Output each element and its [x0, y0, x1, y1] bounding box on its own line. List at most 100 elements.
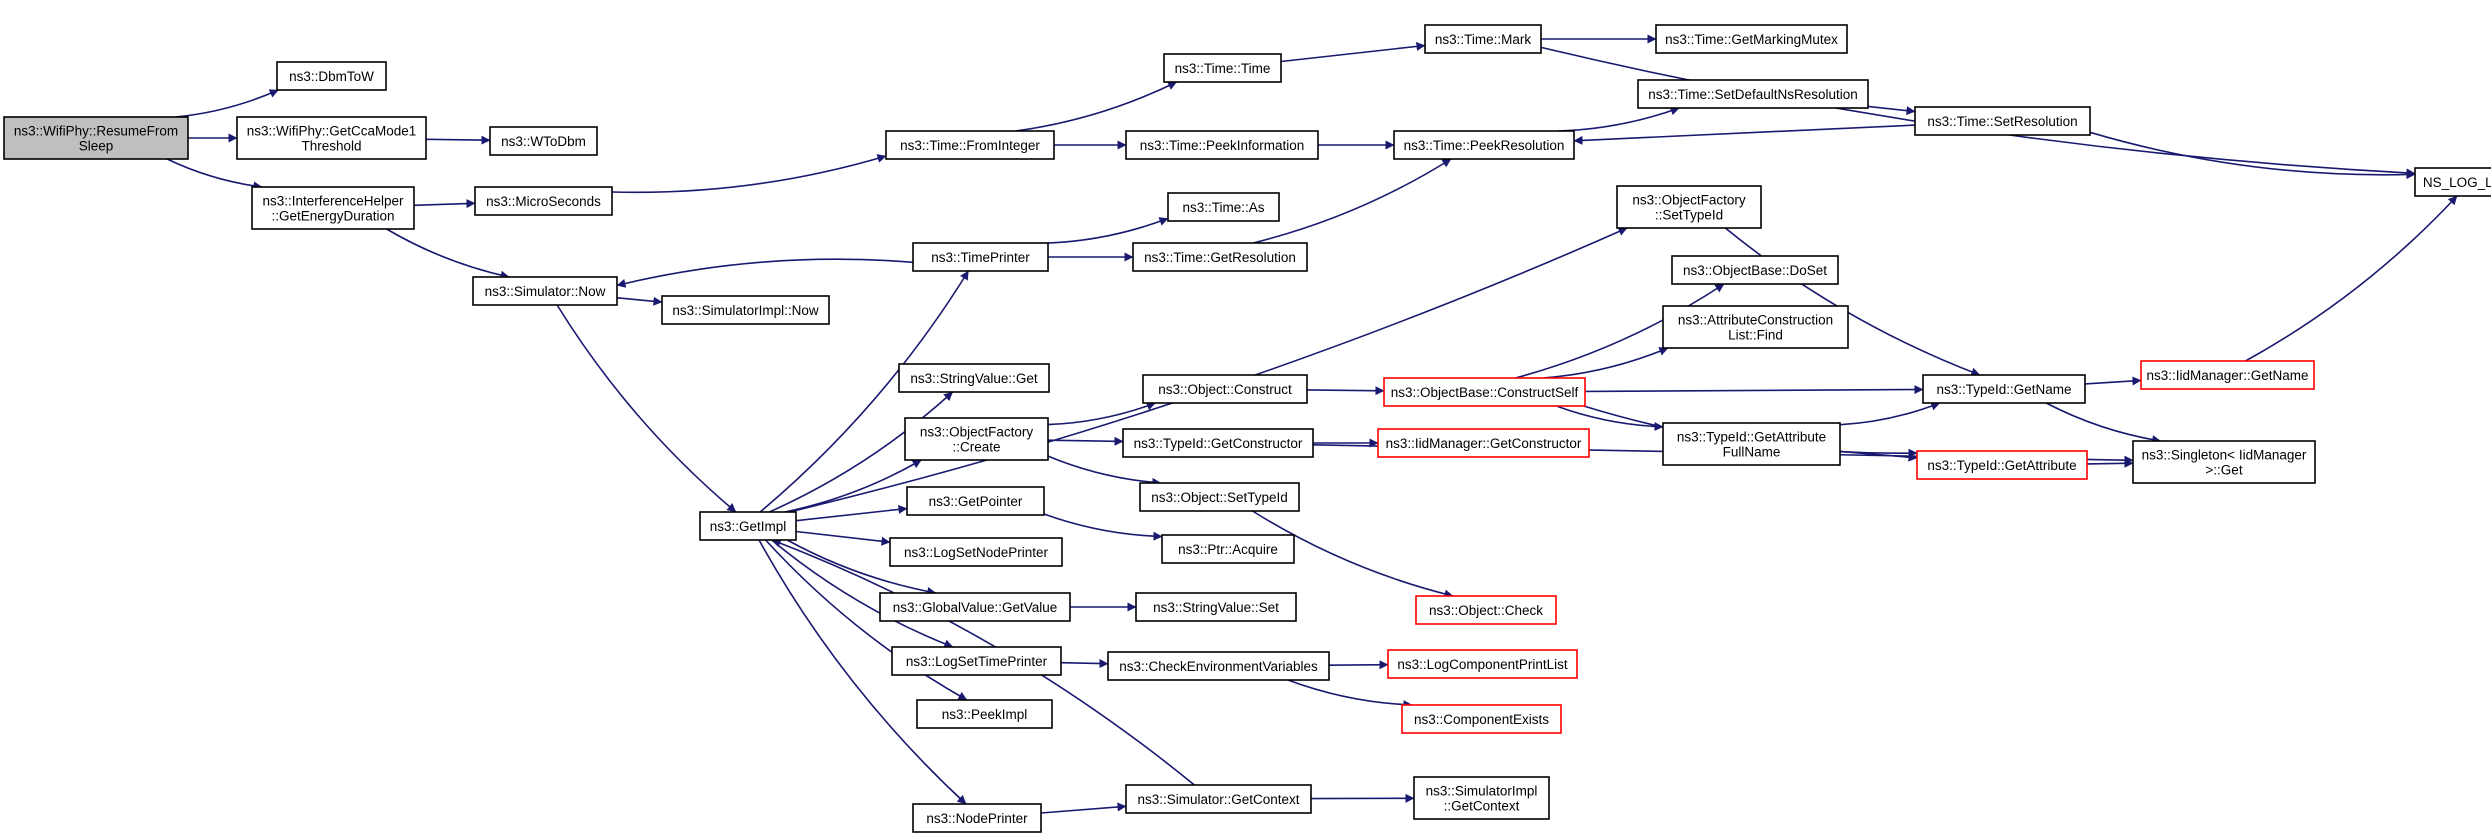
node-singleton[interactable]: ns3::Singleton< IidManager>::Get	[2132, 440, 2316, 484]
node-stringset-box[interactable]	[1135, 592, 1297, 622]
node-iidgetconstructor[interactable]: ns3::IidManager::GetConstructor	[1377, 428, 1590, 458]
node-logcomp-box[interactable]	[1387, 649, 1578, 679]
node-iidgetconstructor-box[interactable]	[1377, 428, 1590, 458]
node-frominteger[interactable]: ns3::Time::FromInteger	[885, 130, 1055, 160]
node-getimpl-box[interactable]	[699, 511, 797, 541]
node-nslog-box[interactable]	[2414, 167, 2491, 197]
node-getpointer[interactable]: ns3::GetPointer	[906, 486, 1045, 516]
node-timeprinter[interactable]: ns3::TimePrinter	[912, 242, 1049, 272]
node-stringget[interactable]: ns3::StringValue::Get	[898, 363, 1050, 393]
node-getres[interactable]: ns3::Time::GetResolution	[1132, 242, 1308, 272]
node-simnow-box[interactable]	[472, 276, 618, 306]
node-ofcreate[interactable]: ns3::ObjectFactory::Create	[904, 417, 1049, 461]
node-typeidgetname-box[interactable]	[1922, 374, 2086, 404]
node-constructself-box[interactable]	[1383, 377, 1586, 407]
node-objcheck[interactable]: ns3::Object::Check	[1415, 595, 1557, 625]
node-interf-box[interactable]	[251, 186, 415, 230]
node-micro[interactable]: ns3::MicroSeconds	[474, 186, 613, 216]
node-interf[interactable]: ns3::InterferenceHelper::GetEnergyDurati…	[251, 186, 415, 230]
node-timeas-box[interactable]	[1167, 192, 1280, 222]
node-nodeprinter[interactable]: ns3::NodePrinter	[912, 803, 1042, 833]
node-getconstructor-box[interactable]	[1122, 428, 1314, 458]
node-objconstruct[interactable]: ns3::Object::Construct	[1142, 374, 1308, 404]
node-wtodbm-box[interactable]	[489, 126, 598, 156]
node-timeprinter-box[interactable]	[912, 242, 1049, 272]
node-resume-box[interactable]	[3, 116, 189, 160]
node-ccamode-box[interactable]	[236, 116, 427, 160]
node-simimplgetcontext-box[interactable]	[1413, 776, 1550, 820]
node-getattr[interactable]: ns3::TypeId::GetAttribute	[1916, 450, 2088, 480]
node-ofsettypeid-box[interactable]	[1616, 185, 1762, 229]
node-simimplnow-box[interactable]	[661, 295, 830, 325]
node-frominteger-box[interactable]	[885, 130, 1055, 160]
node-simnow[interactable]: ns3::Simulator::Now	[472, 276, 618, 306]
node-nodeprinter-box[interactable]	[912, 803, 1042, 833]
node-markingmutex-box[interactable]	[1655, 24, 1848, 54]
node-stringget-box[interactable]	[898, 363, 1050, 393]
node-getattr-box[interactable]	[1916, 450, 2088, 480]
node-obdoset-box[interactable]	[1671, 255, 1839, 285]
node-getattrfull-box[interactable]	[1662, 422, 1841, 466]
node-checkenv[interactable]: ns3::CheckEnvironmentVariables	[1107, 651, 1330, 681]
node-peekres[interactable]: ns3::Time::PeekResolution	[1393, 130, 1575, 160]
node-ofcreate-box[interactable]	[904, 417, 1049, 461]
node-peekinfo[interactable]: ns3::Time::PeekInformation	[1125, 130, 1319, 160]
node-simgetcontext-box[interactable]	[1125, 784, 1312, 814]
node-constructself[interactable]: ns3::ObjectBase::ConstructSelf	[1383, 377, 1586, 407]
node-ptracquire-box[interactable]	[1161, 534, 1295, 564]
node-gvgetvalue-box[interactable]	[879, 592, 1071, 622]
node-logcomp[interactable]: ns3::LogComponentPrintList	[1387, 649, 1578, 679]
node-singleton-box[interactable]	[2132, 440, 2316, 484]
node-iidgetname[interactable]: ns3::IidManager::GetName	[2140, 360, 2315, 390]
node-objsettypeid-box[interactable]	[1139, 482, 1300, 512]
node-checkenv-box[interactable]	[1107, 651, 1330, 681]
node-obdoset[interactable]: ns3::ObjectBase::DoSet	[1671, 255, 1839, 285]
node-timetime[interactable]: ns3::Time::Time	[1163, 53, 1282, 83]
node-simimplnow[interactable]: ns3::SimulatorImpl::Now	[661, 295, 830, 325]
node-iidgetname-box[interactable]	[2140, 360, 2315, 390]
node-timemark[interactable]: ns3::Time::Mark	[1424, 24, 1542, 54]
node-logtime-box[interactable]	[891, 646, 1062, 676]
node-lognode-box[interactable]	[889, 537, 1063, 567]
node-peekinfo-box[interactable]	[1125, 130, 1319, 160]
node-ofsettypeid[interactable]: ns3::ObjectFactory::SetTypeId	[1616, 185, 1762, 229]
node-peekres-box[interactable]	[1393, 130, 1575, 160]
node-timemark-box[interactable]	[1424, 24, 1542, 54]
node-gvgetvalue[interactable]: ns3::GlobalValue::GetValue	[879, 592, 1071, 622]
node-compexists[interactable]: ns3::ComponentExists	[1401, 704, 1562, 734]
node-timetime-box[interactable]	[1163, 53, 1282, 83]
node-timeas[interactable]: ns3::Time::As	[1167, 192, 1280, 222]
node-peekimpl-box[interactable]	[916, 699, 1053, 729]
node-setdefault[interactable]: ns3::Time::SetDefaultNsResolution	[1637, 79, 1869, 109]
node-ptracquire[interactable]: ns3::Ptr::Acquire	[1161, 534, 1295, 564]
node-simgetcontext[interactable]: ns3::Simulator::GetContext	[1125, 784, 1312, 814]
node-getconstructor[interactable]: ns3::TypeId::GetConstructor	[1122, 428, 1314, 458]
node-getimpl[interactable]: ns3::GetImpl	[699, 511, 797, 541]
node-nslog[interactable]: NS_LOG_LOGIC	[2414, 167, 2491, 197]
node-getres-box[interactable]	[1132, 242, 1308, 272]
node-getpointer-box[interactable]	[906, 486, 1045, 516]
node-setdefault-box[interactable]	[1637, 79, 1869, 109]
node-dbmtow-box[interactable]	[276, 61, 387, 91]
node-dbmtow[interactable]: ns3::DbmToW	[276, 61, 387, 91]
node-simimplgetcontext[interactable]: ns3::SimulatorImpl::GetContext	[1413, 776, 1550, 820]
node-setres-box[interactable]	[1914, 106, 2091, 136]
node-compexists-box[interactable]	[1401, 704, 1562, 734]
node-wtodbm[interactable]: ns3::WToDbm	[489, 126, 598, 156]
node-objsettypeid[interactable]: ns3::Object::SetTypeId	[1139, 482, 1300, 512]
node-peekimpl[interactable]: ns3::PeekImpl	[916, 699, 1053, 729]
node-objcheck-box[interactable]	[1415, 595, 1557, 625]
node-stringset[interactable]: ns3::StringValue::Set	[1135, 592, 1297, 622]
node-markingmutex[interactable]: ns3::Time::GetMarkingMutex	[1655, 24, 1848, 54]
node-typeidgetname[interactable]: ns3::TypeId::GetName	[1922, 374, 2086, 404]
node-lognode[interactable]: ns3::LogSetNodePrinter	[889, 537, 1063, 567]
node-micro-box[interactable]	[474, 186, 613, 216]
node-logtime[interactable]: ns3::LogSetTimePrinter	[891, 646, 1062, 676]
node-objconstruct-box[interactable]	[1142, 374, 1308, 404]
node-attrfind-box[interactable]	[1662, 305, 1849, 349]
node-setres[interactable]: ns3::Time::SetResolution	[1914, 106, 2091, 136]
